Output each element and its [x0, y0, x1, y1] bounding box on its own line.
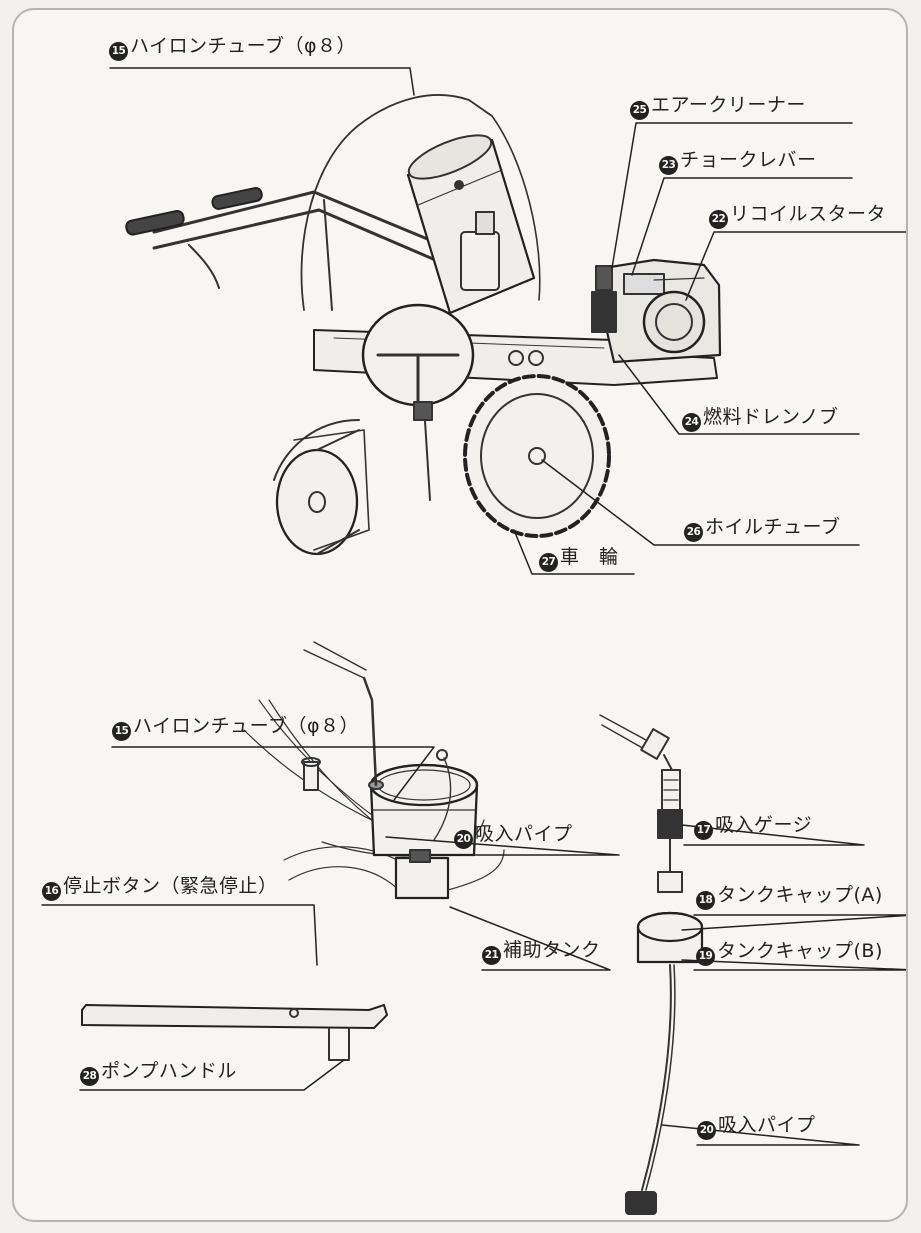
callout-number: 25 — [630, 101, 649, 120]
callout-number: 21 — [482, 946, 501, 965]
supply-tank-assembly — [243, 641, 505, 900]
sprayer-machine — [125, 94, 722, 556]
suction-pipe-assembly — [599, 714, 704, 1215]
callout-number: 23 — [659, 156, 678, 175]
callout-number: 24 — [682, 413, 701, 432]
diagram-drawing — [41, 67, 906, 1215]
callout-number: 19 — [696, 947, 715, 966]
callout-number: 15 — [109, 42, 128, 61]
callout-number: 20 — [697, 1121, 716, 1140]
top-leader-lines — [109, 67, 906, 575]
callout-number: 15 — [112, 722, 131, 741]
callout-number: 20 — [454, 830, 473, 849]
callout-number: 22 — [709, 210, 728, 229]
pump-handle — [81, 1004, 388, 1061]
callout-number: 17 — [694, 821, 713, 840]
callout-number: 28 — [80, 1067, 99, 1086]
callout-number: 16 — [42, 882, 61, 901]
callout-number: 18 — [696, 891, 715, 910]
callout-number: 27 — [539, 553, 558, 572]
callout-number: 26 — [684, 523, 703, 542]
